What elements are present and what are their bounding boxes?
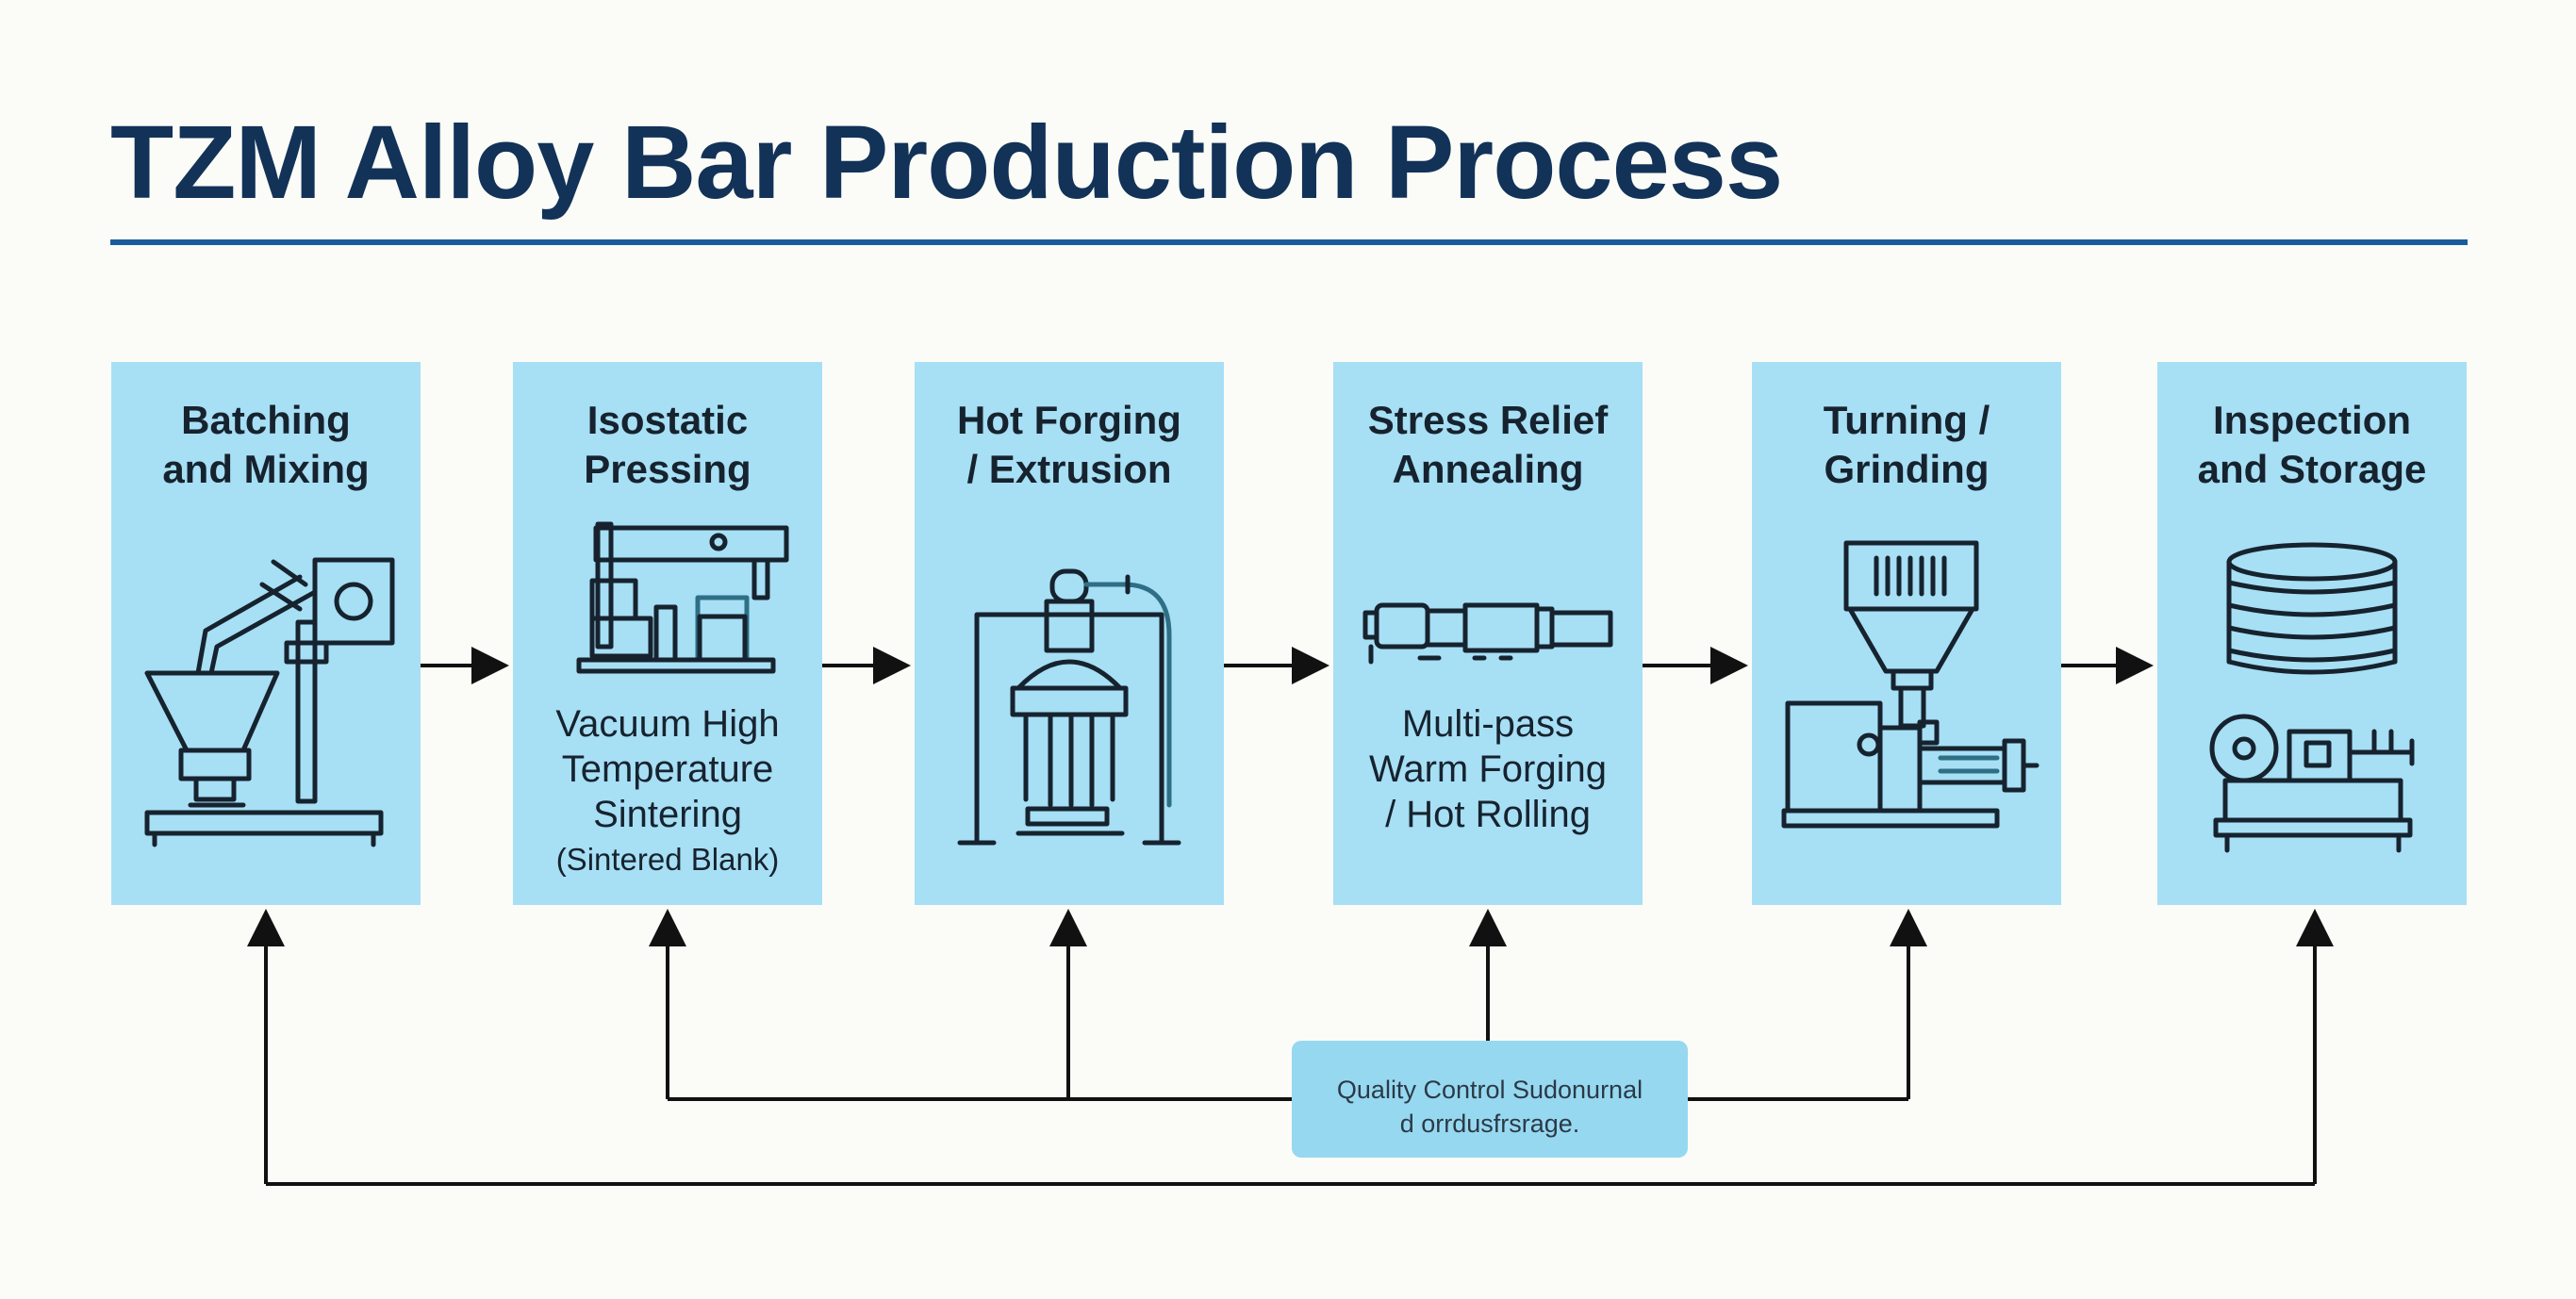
step-title: Hot Forging / Extrusion (957, 398, 1181, 491)
step-subtitle: Vacuum High Temperature Sintering (Sinte… (513, 701, 822, 882)
step-subtitle: Multi-pass Warm Forging / Hot Rolling (1369, 703, 1607, 835)
step-isostatic-pressing: Isostatic Pressing Vacuum High Temperatu… (513, 362, 822, 905)
step-turning-grinding: Turning / Grinding (1752, 362, 2061, 905)
forging-press-icon (957, 568, 1181, 846)
step-title: Batching and Mixing (162, 398, 370, 491)
step-hot-forging: Hot Forging / Extrusion (915, 362, 1224, 905)
annealing-tube-icon (1362, 602, 1613, 665)
storage-inspection-icon (2209, 542, 2415, 853)
quality-control-label: Quality Control Sudonurnal d orrdusfrsra… (1336, 1076, 1643, 1138)
step-batching-mixing: Batching and Mixing (111, 362, 421, 905)
step-title: Isostatic Pressing (584, 398, 751, 491)
title-underline (110, 239, 2468, 245)
step-title: Turning / Grinding (1823, 398, 1990, 491)
quality-control-box: Quality Control Sudonurnal d orrdusfrsra… (1292, 1041, 1688, 1158)
lathe-grinder-icon (1781, 540, 2039, 829)
isostatic-press-icon (576, 521, 789, 674)
step-title: Inspection and Storage (2197, 398, 2427, 491)
page-title: TZM Alloy Bar Production Process (110, 105, 1783, 221)
step-title: Stress Relief Annealing (1367, 398, 1609, 491)
step-stress-relief: Stress Relief Annealing Multi-pass Warm … (1333, 362, 1643, 905)
step-note: (Sintered Blank) (555, 842, 780, 877)
mixer-hopper-icon (144, 557, 395, 847)
step-inspection-storage: Inspection and Storage (2157, 362, 2467, 905)
